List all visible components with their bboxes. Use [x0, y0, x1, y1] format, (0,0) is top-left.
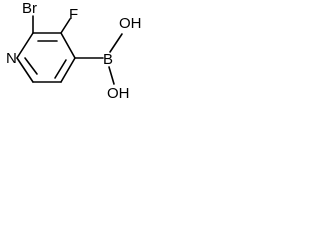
atom-hydroxyl-upper: OH	[119, 15, 142, 32]
bond-b-oh-upper	[109, 33, 123, 53]
bond-c4-c5	[60, 57, 76, 83]
atom-label-group: Br F N B OH OH	[6, 0, 142, 102]
atom-bromine: Br	[22, 0, 37, 17]
bond-group	[16, 15, 123, 85]
molecule-drawing: Br F N B OH OH	[6, 0, 142, 102]
bond-c4-c5-inner	[54, 59, 67, 79]
structure-diagram: Br F N B OH OH	[0, 0, 164, 178]
atom-fluorine: F	[69, 6, 78, 23]
bond-n-c2	[16, 32, 34, 59]
atom-nitrogen: N	[6, 50, 17, 67]
bond-c3-c4	[60, 32, 76, 59]
bond-b-oh-lower	[108, 66, 115, 85]
bond-c3-f	[60, 18, 71, 34]
bond-c6-n-inner	[24, 57, 38, 75]
bond-c6-n	[16, 57, 34, 83]
atom-boron: B	[103, 51, 113, 68]
atom-hydroxyl-lower: OH	[107, 85, 130, 102]
